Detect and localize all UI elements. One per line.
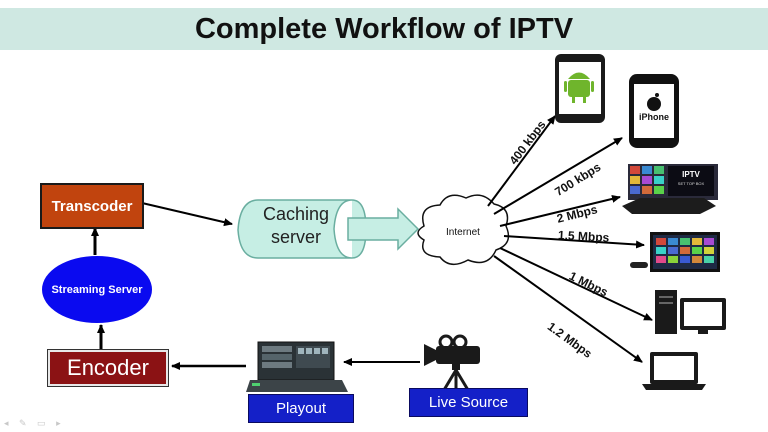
playout-label-box: Playout bbox=[248, 394, 354, 423]
encoder-node: Encoder bbox=[47, 349, 169, 387]
caching-server-label: Caching server bbox=[244, 203, 348, 249]
internet-label: Internet bbox=[446, 227, 480, 238]
presentation-controls[interactable]: ◂ ✎ ▭ ▸ bbox=[4, 418, 65, 428]
streaming-server-node: Streaming Server bbox=[42, 256, 152, 323]
set-top-box-icon bbox=[622, 164, 718, 214]
playout-server-icon bbox=[246, 341, 348, 392]
settop-sublabel: SET TOP BOX bbox=[677, 180, 705, 186]
video-camera-icon bbox=[424, 334, 480, 391]
live-source-label: Live Source bbox=[428, 394, 509, 411]
page-title: Complete Workflow of IPTV bbox=[194, 12, 574, 45]
desktop-computer-icon bbox=[655, 290, 726, 334]
streaming-server-label: Streaming Server bbox=[51, 283, 143, 296]
caching-line-1: Caching bbox=[262, 204, 330, 224]
transcoder-label: Transcoder bbox=[51, 197, 133, 215]
encoder-label: Encoder bbox=[67, 355, 149, 380]
caching-line-2: server bbox=[270, 227, 321, 247]
laptop-icon bbox=[642, 352, 706, 390]
internet-cloud-shape bbox=[417, 194, 510, 266]
title-bar: Complete Workflow of IPTV bbox=[0, 8, 768, 50]
iphone-icon bbox=[629, 74, 679, 148]
iphone-label: iPhone bbox=[638, 112, 669, 122]
caching-to-internet-arrow bbox=[347, 207, 420, 251]
transcoder-node: Transcoder bbox=[40, 183, 144, 229]
playout-label: Playout bbox=[275, 400, 327, 417]
android-phone-icon bbox=[555, 54, 605, 123]
live-source-label-box: Live Source bbox=[409, 388, 528, 417]
settop-label: IPTV bbox=[682, 169, 700, 179]
smart-tv-icon bbox=[630, 232, 720, 272]
speed-label-tv: 1.5 Mbps bbox=[557, 228, 610, 245]
